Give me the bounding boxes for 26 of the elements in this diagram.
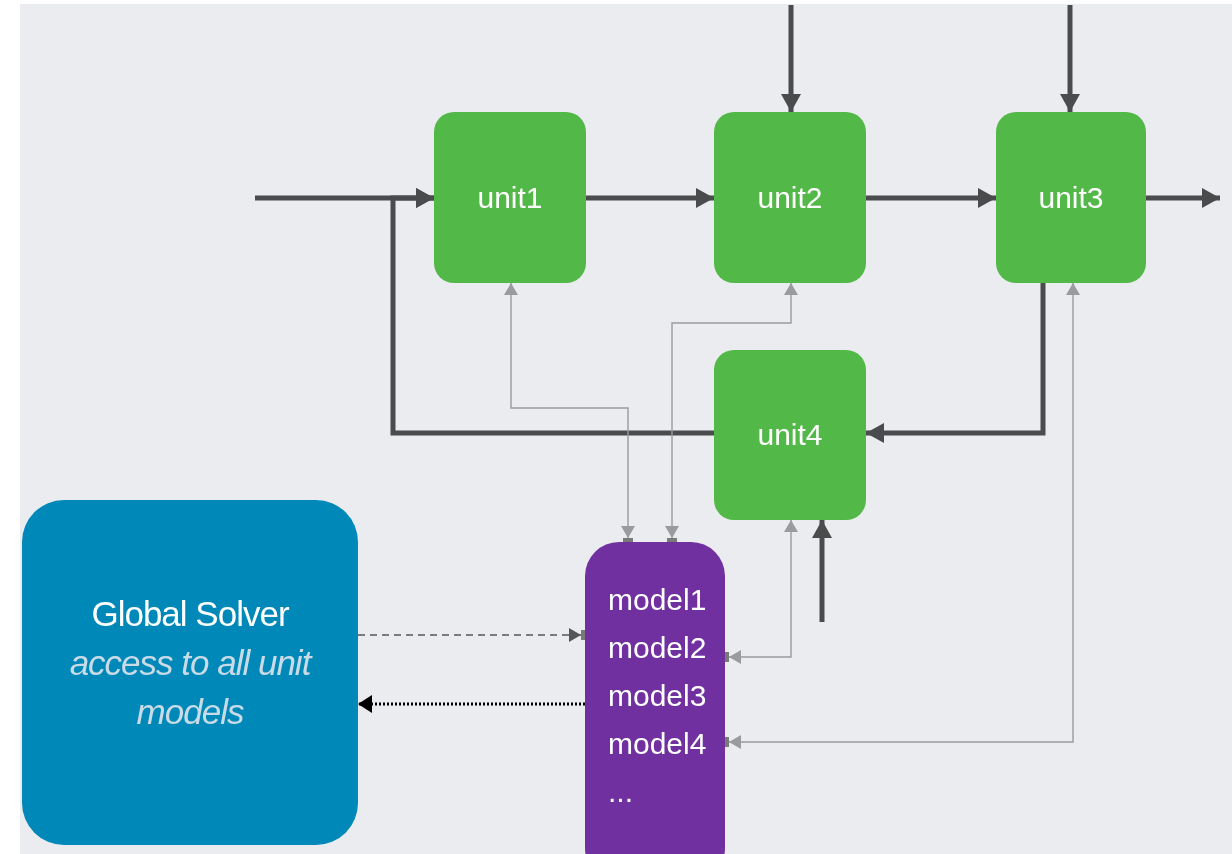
subtitle-text: access to all unit models (68, 642, 314, 733)
model-label: model1 (608, 582, 707, 618)
solver-box (22, 500, 358, 845)
unit-box (714, 350, 866, 520)
model-label: ... (608, 774, 633, 810)
flow-arrow (866, 188, 996, 208)
flow-arrow (1060, 5, 1080, 112)
unit-label: unit3 (1038, 180, 1104, 215)
flow-arrow (1146, 188, 1220, 208)
unit-label: unit1 (477, 180, 543, 215)
flow-arrow (586, 188, 714, 208)
model-label: model3 (608, 678, 707, 714)
model-label: model4 (608, 726, 707, 762)
flow-arrow (781, 5, 801, 112)
flow-arrow (390, 188, 714, 436)
unit-box (434, 112, 586, 283)
title-text: Global Solver (91, 593, 289, 635)
unit-box (714, 112, 866, 283)
model-list-box (585, 542, 725, 854)
unit-box (996, 112, 1146, 283)
unit-label: unit4 (757, 418, 823, 452)
connector-arrow (358, 695, 585, 713)
model-label: model2 (608, 630, 707, 666)
flow-arrow (866, 283, 1046, 443)
unit-label: unit2 (757, 180, 823, 215)
flow-arrow (812, 520, 832, 622)
